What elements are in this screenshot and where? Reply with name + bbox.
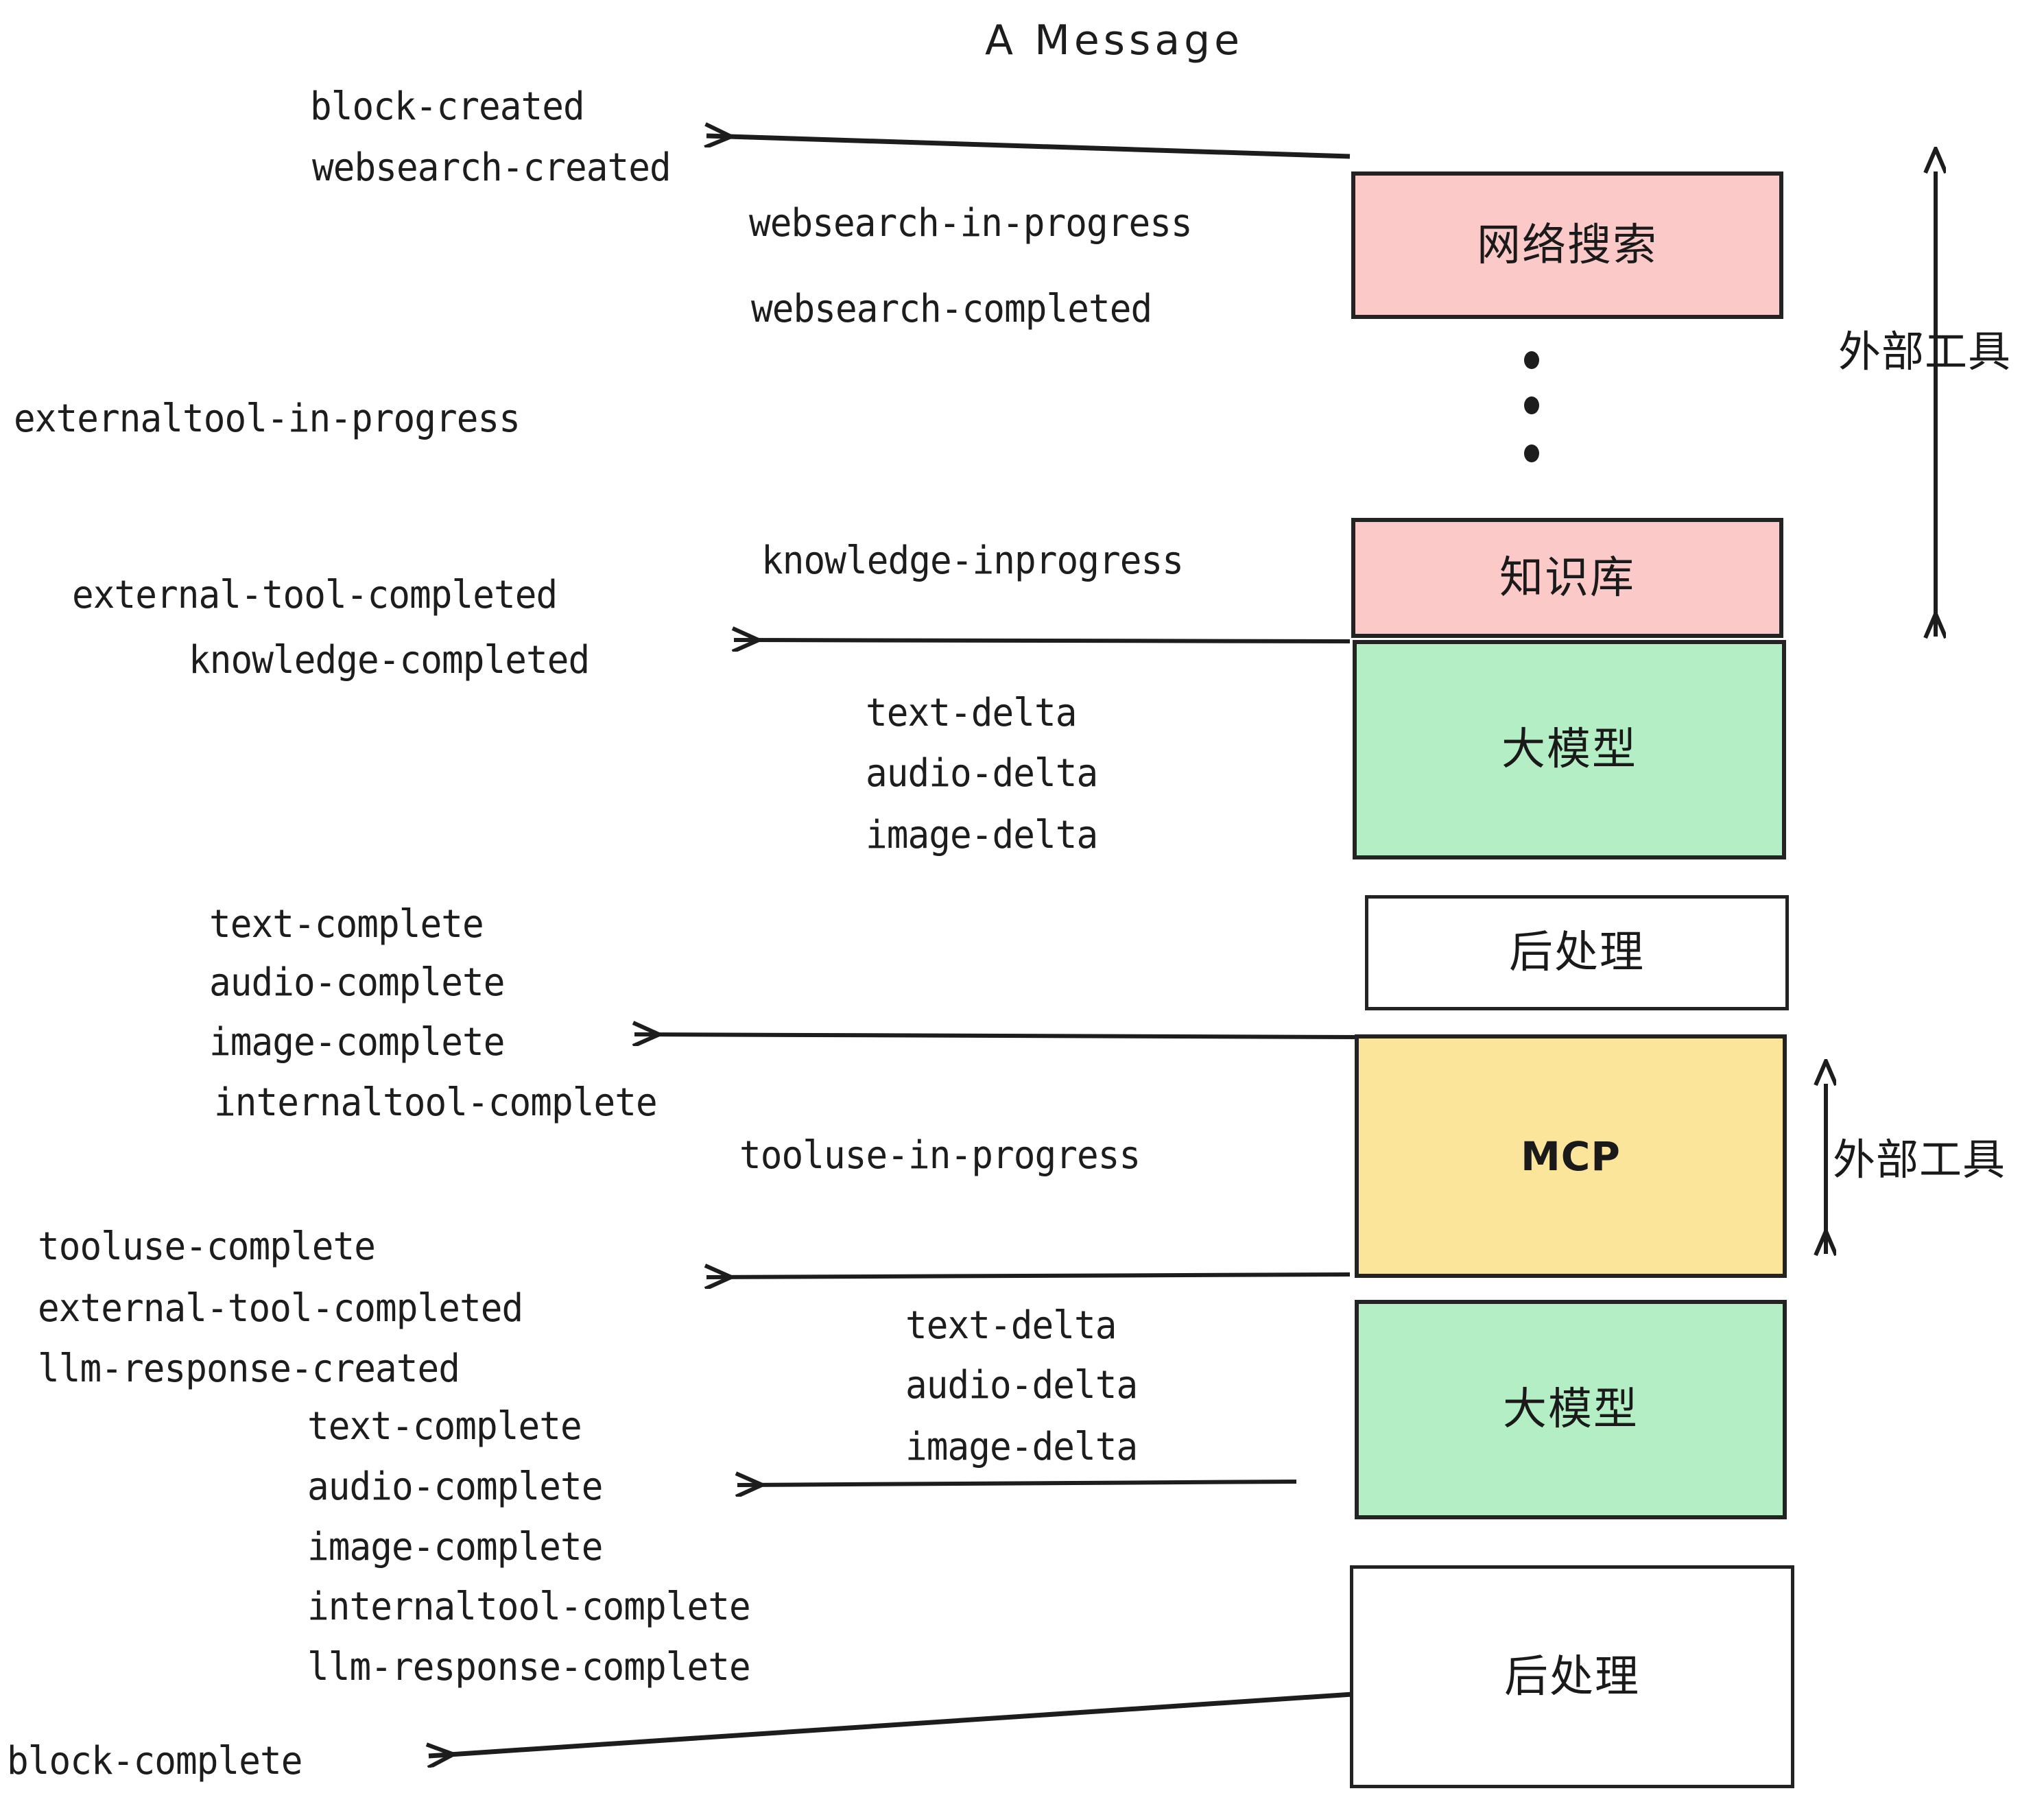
box-llm-lower[interactable]: 大模型	[1355, 1300, 1787, 1519]
ellipsis-dot	[1524, 396, 1539, 414]
arrow-websearch-to-block-created	[706, 136, 1351, 159]
box-label: MCP	[1521, 1132, 1621, 1180]
event-label: externaltool-in-progress	[14, 396, 521, 441]
event-label: llm-response-complete	[307, 1645, 751, 1689]
event-label: internaltool-complete	[307, 1585, 751, 1629]
ellipsis-dot	[1524, 444, 1539, 462]
box-knowledge-base[interactable]: 知识库	[1351, 518, 1783, 638]
box-label: 知识库	[1499, 552, 1635, 604]
event-label: text-delta	[866, 691, 1077, 735]
arrow-mcp-to-tooluse-complete	[706, 1274, 1351, 1277]
arrow-postprocess-to-image-complete	[634, 1034, 1362, 1037]
box-llm-upper[interactable]: 大模型	[1353, 640, 1786, 859]
event-label: websearch-created	[312, 145, 672, 190]
event-label: text-complete	[209, 902, 484, 947]
box-label: 网络搜索	[1477, 219, 1658, 271]
event-label: image-delta	[866, 813, 1098, 857]
event-label: audio-complete	[209, 960, 505, 1005]
ellipsis-dot	[1524, 351, 1539, 369]
event-label: block-created	[310, 84, 585, 129]
event-label: image-complete	[209, 1020, 505, 1065]
box-label: 大模型	[1503, 1384, 1639, 1435]
arrow-knowledge-to-knowledge-completed	[734, 640, 1351, 641]
arrow-llm-to-audio-complete	[737, 1482, 1297, 1485]
event-label: text-complete	[307, 1404, 582, 1449]
box-label: 后处理	[1504, 1651, 1640, 1702]
event-label: block-complete	[7, 1739, 302, 1783]
event-label: image-complete	[307, 1525, 603, 1569]
event-label: llm-response-created	[38, 1346, 460, 1391]
external-tool-label-top: 外部工具	[1838, 327, 2012, 377]
box-label: 后处理	[1509, 927, 1645, 978]
event-label: external-tool-completed	[38, 1286, 523, 1331]
event-label: text-delta	[905, 1303, 1117, 1348]
box-postprocess-upper[interactable]: 后处理	[1365, 895, 1789, 1010]
event-label: tooluse-in-progress	[739, 1133, 1141, 1178]
event-label: tooluse-complete	[38, 1224, 376, 1269]
event-label: knowledge-completed	[189, 638, 590, 683]
event-label: external-tool-completed	[72, 573, 558, 617]
event-label: websearch-in-progress	[749, 201, 1193, 246]
event-label: audio-delta	[905, 1363, 1138, 1408]
box-mcp[interactable]: MCP	[1355, 1034, 1787, 1278]
event-label: websearch-completed	[751, 287, 1152, 331]
box-label: 大模型	[1501, 724, 1637, 775]
box-postprocess-lower[interactable]: 后处理	[1350, 1565, 1794, 1788]
event-label: image-delta	[905, 1425, 1138, 1469]
event-label: audio-complete	[307, 1464, 603, 1509]
event-label: audio-delta	[866, 751, 1098, 796]
box-websearch[interactable]: 网络搜索	[1351, 171, 1783, 319]
page-title: A Message	[985, 16, 1244, 64]
event-label: knowledge-inprogress	[761, 538, 1184, 583]
arrow-postprocess-to-block-complete	[429, 1692, 1353, 1756]
event-label: internaltool-complete	[214, 1080, 658, 1125]
external-tool-label-bottom: 外部工具	[1833, 1135, 2006, 1185]
